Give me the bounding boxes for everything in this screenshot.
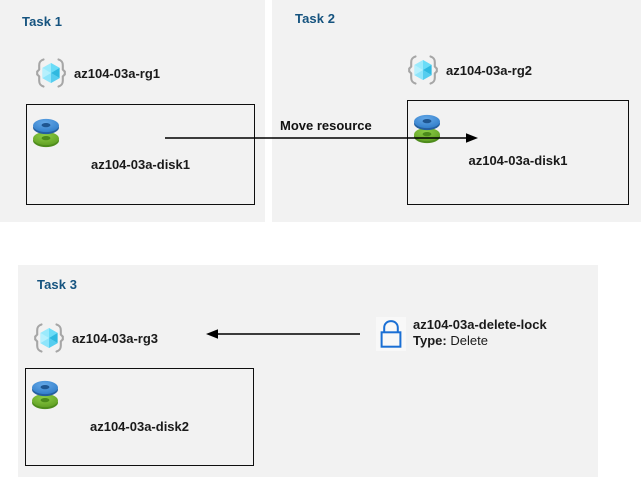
resource-group-icon	[32, 321, 66, 355]
delete-lock-block: az104-03a-delete-lock Type: Delete	[376, 317, 547, 351]
disk-unit-1: az104-03a-disk1	[26, 112, 255, 172]
resource-box-1	[26, 104, 255, 205]
disk-unit-3: az104-03a-disk2	[25, 374, 254, 434]
task-2-label: Task 2	[295, 11, 336, 26]
resource-group-row-1: az104-03a-rg1	[34, 56, 160, 90]
disk-unit-2: az104-03a-disk1	[407, 108, 629, 168]
resource-group-row-2: az104-03a-rg2	[406, 53, 532, 87]
task-3-label: Task 3	[37, 277, 78, 292]
resource-group-name-2: az104-03a-rg2	[446, 62, 532, 78]
disk-name-1: az104-03a-disk1	[90, 157, 190, 172]
task-1-label: Task 1	[22, 14, 63, 29]
lock-name: az104-03a-delete-lock	[413, 317, 547, 332]
managed-disk-icon	[407, 108, 629, 150]
lock-type-value: Delete	[450, 333, 488, 349]
lock-type-line: Type: Delete	[413, 333, 547, 349]
lock-icon	[376, 317, 406, 351]
resource-box-2	[407, 100, 629, 205]
resource-group-row-3: az104-03a-rg3	[32, 321, 158, 355]
resource-group-icon	[34, 56, 68, 90]
disk-name-2: az104-03a-disk1	[468, 153, 568, 168]
lock-arrow	[206, 329, 360, 339]
resource-group-name-3: az104-03a-rg3	[72, 330, 158, 346]
lock-type-key: Type:	[413, 333, 447, 349]
resource-group-name-1: az104-03a-rg1	[74, 65, 160, 81]
resource-group-icon	[406, 53, 440, 87]
managed-disk-icon	[26, 112, 255, 154]
move-resource-arrow	[165, 133, 478, 143]
move-resource-label: Move resource	[280, 118, 372, 133]
resource-box-3	[25, 368, 254, 466]
disk-name-3: az104-03a-disk2	[89, 419, 189, 434]
managed-disk-icon	[25, 374, 254, 416]
